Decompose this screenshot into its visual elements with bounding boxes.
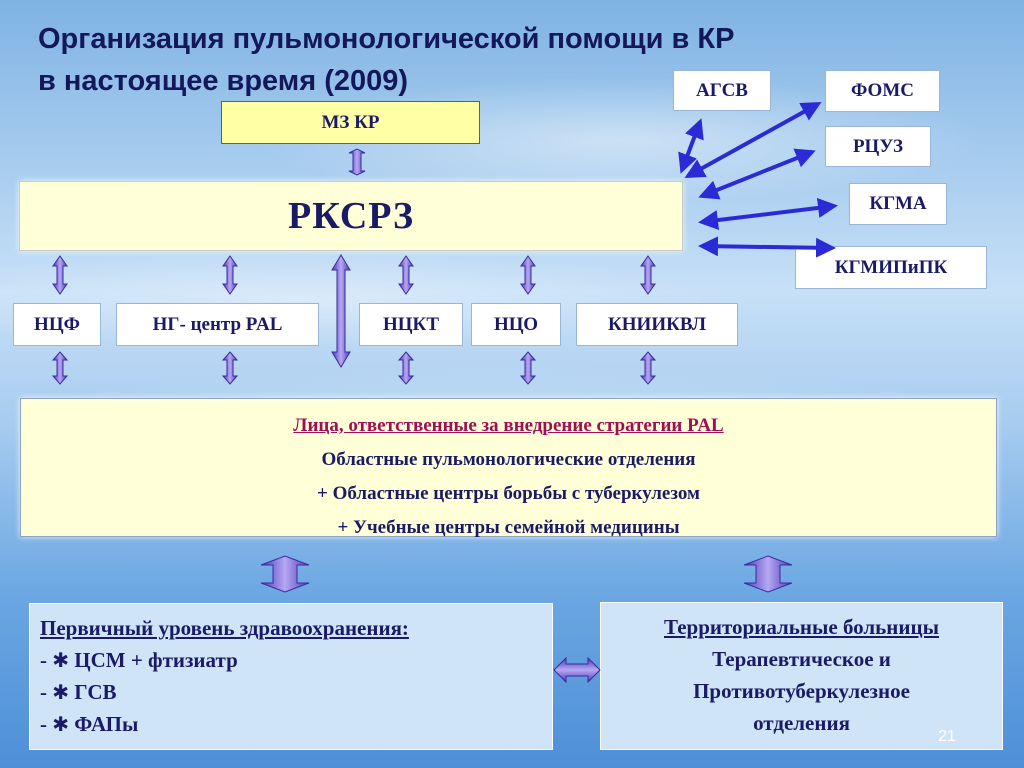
kgma-box: КГМА bbox=[849, 183, 947, 225]
primary-care-head: Первичный уровень здравоохранения: bbox=[40, 616, 409, 640]
arrow-rksrz-long bbox=[331, 254, 351, 368]
asterisk-icon: ✱ bbox=[52, 648, 70, 672]
arrow-responsible-hospitals bbox=[743, 555, 793, 593]
hospitals-line-3: отделения bbox=[753, 711, 850, 735]
rcuz-box: РЦУЗ bbox=[825, 126, 931, 167]
arrow-mz-rksrz bbox=[348, 148, 366, 176]
arrow-nco-responsible bbox=[519, 351, 537, 385]
responsible-line-2: + Областные центры борьбы с туберкулезом bbox=[317, 483, 700, 504]
kniikvl-label: КНИИКВЛ bbox=[608, 313, 706, 335]
territorial-hospitals-box: Территориальные больницы Терапевтическое… bbox=[600, 602, 1003, 750]
hospitals-line-1: Терапевтическое и bbox=[712, 647, 891, 671]
mz-kr-label: МЗ КР bbox=[321, 111, 380, 133]
rksrz-label: РКСРЗ bbox=[288, 195, 414, 237]
arrow-rcuz bbox=[698, 148, 816, 200]
kgma-label: КГМА bbox=[869, 193, 927, 214]
arrow-rksrz-kniikvl bbox=[640, 255, 656, 295]
primary-item-3: - ✱ ФАПы bbox=[40, 712, 139, 736]
title-line-2: в настоящее время (2009) bbox=[38, 65, 409, 97]
primary-care-box: Первичный уровень здравоохранения: - ✱ Ц… bbox=[29, 603, 553, 750]
foms-label: ФОМС bbox=[851, 80, 914, 101]
arrow-ng-responsible bbox=[221, 351, 239, 385]
arrow-foms bbox=[684, 102, 822, 178]
asterisk-icon: ✱ bbox=[52, 712, 70, 736]
mz-kr-box: МЗ КР bbox=[221, 101, 480, 144]
title-line-1: Организация пульмонологической помощи в … bbox=[38, 23, 735, 55]
kgmipipk-box: КГМИПиПК bbox=[795, 246, 987, 289]
ncf-label: НЦФ bbox=[34, 313, 80, 335]
arrow-agsv bbox=[678, 118, 704, 174]
arrow-rksrz-nckt bbox=[398, 255, 414, 295]
ncf-box: НЦФ bbox=[13, 303, 101, 346]
kniikvl-box: КНИИКВЛ bbox=[576, 303, 738, 346]
arrow-kgma bbox=[698, 197, 838, 231]
arrow-rksrz-ng bbox=[222, 255, 238, 295]
nco-box: НЦО bbox=[471, 303, 561, 346]
responsible-persons-box: Лица, ответственные за внедрение стратег… bbox=[20, 398, 997, 538]
arrow-nckt-responsible bbox=[397, 351, 415, 385]
arrow-rksrz-nco bbox=[520, 255, 536, 295]
rksrz-box: РКСРЗ bbox=[19, 181, 683, 251]
agsv-label: АГСВ bbox=[696, 79, 748, 101]
agsv-box: АГСВ bbox=[673, 70, 771, 111]
asterisk-icon: ✱ bbox=[52, 680, 70, 704]
arrow-kniikvl-responsible bbox=[639, 351, 657, 385]
hospitals-head: Территориальные больницы bbox=[664, 615, 939, 639]
nco-label: НЦО bbox=[493, 313, 539, 335]
arrow-responsible-primary bbox=[260, 555, 310, 593]
responsible-line-3: + Учебные центры семейной медицины bbox=[337, 517, 680, 538]
page-number: 21 bbox=[938, 728, 956, 745]
foms-box: ФОМС bbox=[825, 70, 940, 112]
ng-center-pal-label: НГ- центр PAL bbox=[152, 313, 283, 335]
arrow-rksrz-ncf bbox=[52, 255, 68, 295]
arrow-ncf-responsible bbox=[51, 351, 69, 385]
ng-center-pal-box: НГ- центр PAL bbox=[116, 303, 319, 346]
kgmipipk-label: КГМИПиПК bbox=[834, 256, 948, 278]
slide-title: Организация пульмонологической помощи в … bbox=[38, 18, 898, 102]
nckt-label: НЦКТ bbox=[382, 313, 439, 335]
hospitals-line-2: Противотуберкулезное bbox=[693, 679, 910, 703]
nckt-box: НЦКТ bbox=[359, 303, 463, 346]
responsible-head: Лица, ответственные за внедрение стратег… bbox=[293, 415, 724, 436]
primary-item-1: - ✱ ЦСМ + фтизиатр bbox=[40, 648, 238, 672]
arrow-primary-hospitals bbox=[553, 656, 601, 684]
responsible-line-1: Областные пульмонологические отделения bbox=[321, 449, 696, 470]
primary-item-2: - ✱ ГСВ bbox=[40, 680, 117, 704]
rcuz-label: РЦУЗ bbox=[852, 135, 904, 157]
